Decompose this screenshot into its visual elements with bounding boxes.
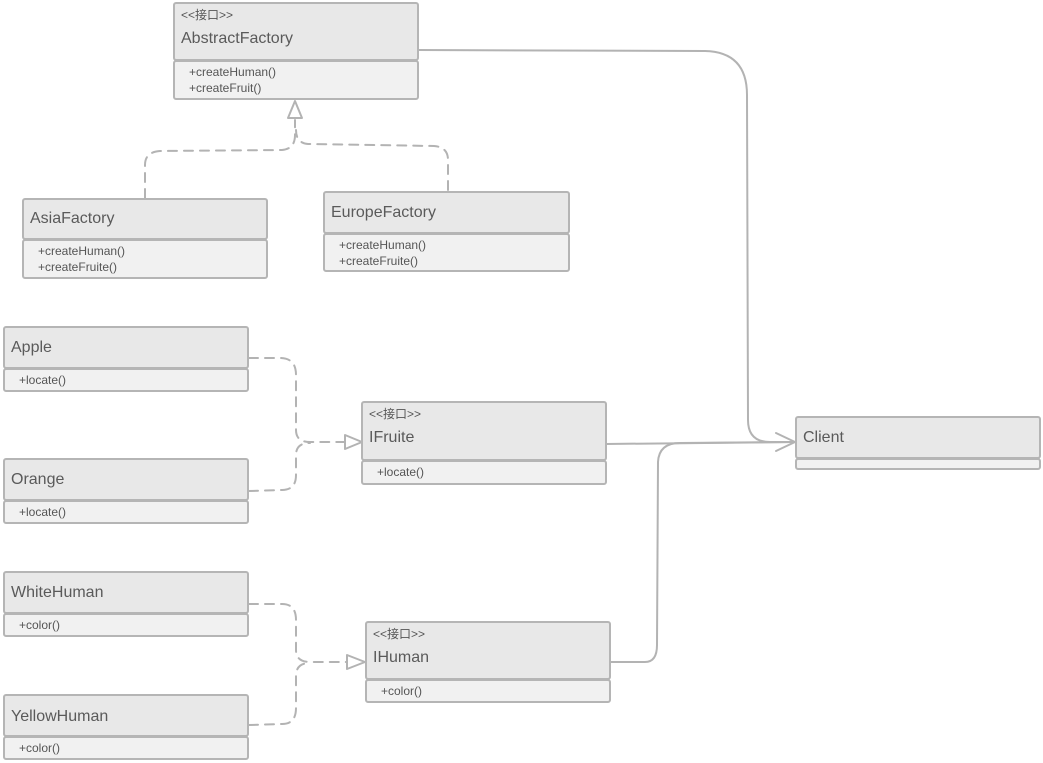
class-abstract-factory[interactable]: <<接口>> AbstractFactory +createHuman() +c… xyxy=(173,2,419,100)
class-client[interactable]: Client xyxy=(795,416,1041,470)
class-operations: +color() xyxy=(3,736,249,760)
class-name: YellowHuman xyxy=(11,708,109,725)
operation: +createHuman() xyxy=(38,244,126,258)
realization-europefactory xyxy=(295,129,449,191)
realization-asiafactory xyxy=(144,119,296,199)
class-operations: +locate() xyxy=(361,460,607,485)
class-apple[interactable]: Apple +locate() xyxy=(3,326,249,392)
interface-ihuman[interactable]: <<接口>> IHuman +color() xyxy=(365,621,611,703)
class-header: <<接口>> IHuman xyxy=(365,621,611,680)
realization-triangle-ifruite xyxy=(344,434,363,450)
class-name: EuropeFactory xyxy=(331,204,436,221)
realization-triangle-ihuman xyxy=(346,654,366,670)
realization-yellowhuman xyxy=(248,662,311,726)
operation: +createHuman() xyxy=(339,238,427,252)
class-header: <<接口>> AbstractFactory xyxy=(173,2,419,61)
class-header: YellowHuman xyxy=(3,694,249,737)
realization-apple xyxy=(248,357,346,443)
stereotype-label: <<接口>> xyxy=(181,8,234,22)
class-name: Orange xyxy=(11,471,65,488)
class-operations: +locate() xyxy=(3,368,249,392)
class-europe-factory[interactable]: EuropeFactory +createHuman() +createFrui… xyxy=(323,191,570,272)
association-abstractfactory-client xyxy=(417,49,796,443)
class-name: AbstractFactory xyxy=(181,30,294,47)
class-header: AsiaFactory xyxy=(22,198,268,240)
realization-whitehuman xyxy=(248,603,348,663)
class-name: Apple xyxy=(11,339,52,356)
operation: +color() xyxy=(19,741,61,755)
operation: +createFruit() xyxy=(189,81,262,95)
realization-triangle-abstractfactory xyxy=(287,100,303,119)
stereotype-label: <<接口>> xyxy=(369,407,422,421)
class-header: WhiteHuman xyxy=(3,571,249,614)
class-operations xyxy=(795,458,1041,470)
class-operations: +locate() xyxy=(3,500,249,524)
realization-orange xyxy=(248,442,311,492)
class-orange[interactable]: Orange +locate() xyxy=(3,458,249,524)
class-name: AsiaFactory xyxy=(30,210,115,227)
class-name: IHuman xyxy=(373,649,430,666)
operation: +createFruite() xyxy=(38,260,118,274)
operation: +locate() xyxy=(19,373,67,387)
class-operations: +createHuman() +createFruite() xyxy=(323,233,570,272)
class-header: EuropeFactory xyxy=(323,191,570,234)
class-header: Apple xyxy=(3,326,249,369)
class-operations: +createHuman() +createFruite() xyxy=(22,239,268,279)
stereotype-label: <<接口>> xyxy=(373,627,426,641)
operation: +createFruite() xyxy=(339,254,419,268)
operation: +createHuman() xyxy=(189,65,277,79)
class-operations: +color() xyxy=(365,679,611,703)
class-header: Client xyxy=(795,416,1041,459)
class-name: WhiteHuman xyxy=(11,584,104,601)
class-name: IFruite xyxy=(369,429,415,446)
interface-ifruite[interactable]: <<接口>> IFruite +locate() xyxy=(361,401,607,485)
class-white-human[interactable]: WhiteHuman +color() xyxy=(3,571,249,637)
class-operations: +createHuman() +createFruit() xyxy=(173,60,419,100)
class-name: Client xyxy=(803,429,844,446)
operation: +locate() xyxy=(19,505,67,519)
association-ihuman-client xyxy=(609,441,796,663)
class-header: Orange xyxy=(3,458,249,501)
class-yellow-human[interactable]: YellowHuman +color() xyxy=(3,694,249,760)
class-operations: +color() xyxy=(3,613,249,637)
class-header: <<接口>> IFruite xyxy=(361,401,607,461)
operation: +color() xyxy=(381,684,423,698)
class-asia-factory[interactable]: AsiaFactory +createHuman() +createFruite… xyxy=(22,198,268,279)
operation: +locate() xyxy=(377,465,425,479)
operation: +color() xyxy=(19,618,61,632)
